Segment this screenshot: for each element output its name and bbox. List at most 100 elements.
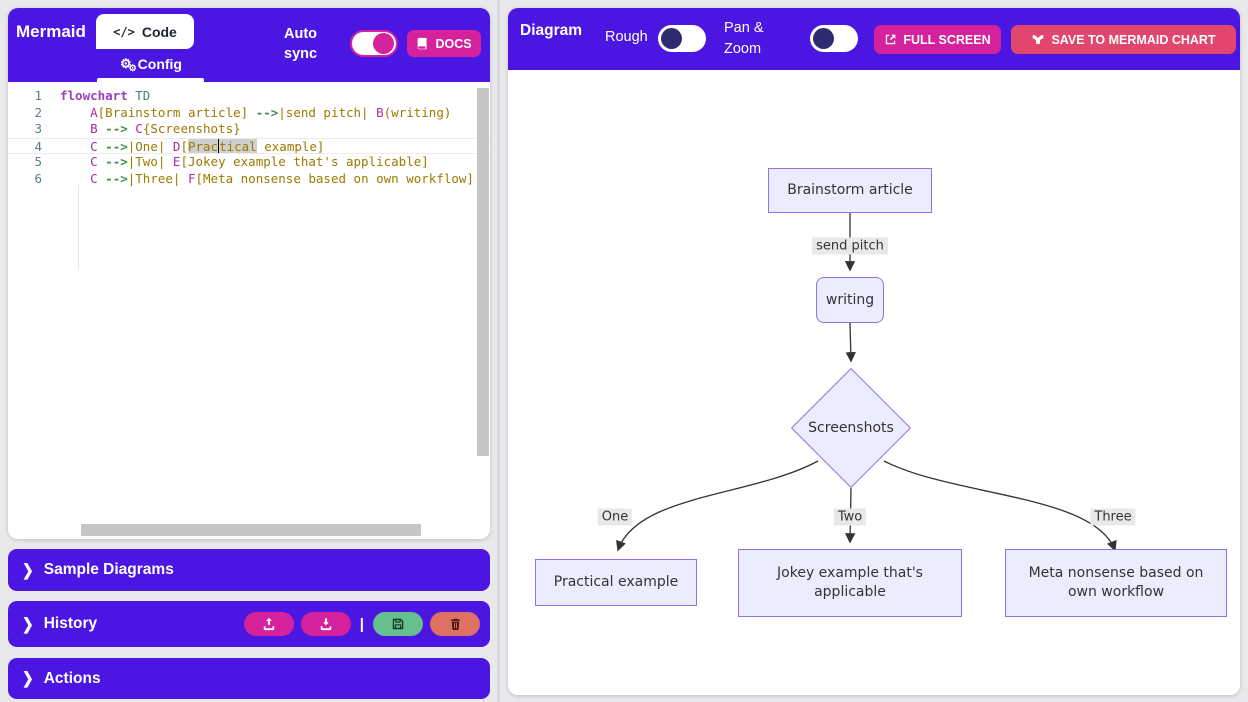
code-segment: B (376, 104, 384, 120)
full-screen-button[interactable]: FULL SCREEN (874, 25, 1001, 54)
code-segment: [Jokey example that's applicable] (180, 154, 429, 169)
flow-edge-C-F (883, 460, 1117, 552)
line-number: 5 (34, 154, 42, 169)
flow-node-B[interactable]: writing (816, 277, 884, 323)
code-segment: |send pitch| (278, 104, 369, 120)
rough-toggle[interactable] (658, 25, 706, 52)
toggle-knob (373, 33, 394, 54)
line-number: 1 (34, 88, 42, 103)
code-segment: E (172, 154, 181, 169)
editor-panel: Mermaid </> Code ⚙⚙ Config Auto sync DOC… (8, 8, 490, 539)
code-segment: Prac (187, 138, 219, 153)
code-segment: [Brainstorm article] (97, 104, 249, 120)
flow-edge-B-C (845, 322, 856, 363)
sample-diagrams-label: Sample Diagrams (43, 561, 174, 578)
panel-resize-divider[interactable] (497, 0, 500, 702)
edge-label: send pitch (812, 237, 888, 255)
code-segment: |Two| (127, 154, 173, 169)
app-brand: Mermaid (16, 22, 86, 41)
text-cursor (218, 138, 220, 153)
docs-label: DOCS (435, 36, 472, 51)
tab-config[interactable]: ⚙⚙ Config (96, 50, 206, 78)
save-to-mermaid-chart-label: SAVE TO MERMAID CHART (1051, 32, 1216, 47)
node-label: Practical example (553, 573, 679, 590)
code-segment: D (172, 138, 181, 154)
code-segment: tical (219, 138, 257, 153)
flow-node-C[interactable]: Screenshots (789, 366, 913, 490)
editor-header: Mermaid </> Code ⚙⚙ Config Auto sync DOC… (8, 8, 490, 82)
accordion-sample-diagrams[interactable]: ❯ Sample Diagrams (8, 549, 490, 591)
tab-config-label: Config (137, 56, 182, 72)
line-number: 4 (34, 138, 42, 154)
floppy-save-icon (392, 618, 404, 630)
history-label: History (43, 615, 98, 632)
code-segment: {Screenshots} (142, 121, 241, 136)
node-label: Screenshots (808, 419, 894, 436)
tab-underline (97, 78, 204, 82)
code-segment: (writing) (383, 104, 452, 120)
rough-label: Rough (605, 29, 648, 45)
chevron-right-icon: ❯ (22, 560, 34, 579)
pan-zoom-label: Pan & Zoom (724, 20, 764, 57)
accordion-history[interactable]: ❯ History | (8, 601, 490, 647)
flowchart-edges (616, 213, 1117, 552)
code-line[interactable]: 2 A[Brainstorm article] -->|send pitch| … (8, 105, 490, 122)
code-segment: C (90, 138, 98, 154)
accordion-actions[interactable]: ❯ Actions (8, 658, 490, 699)
code-segment: [ (180, 138, 188, 154)
external-link-icon (886, 34, 896, 45)
toggle-knob (661, 28, 682, 49)
code-segment (60, 171, 90, 186)
delete-history-button[interactable] (430, 612, 480, 636)
flow-node-A[interactable]: Brainstorm article (768, 167, 932, 213)
node-label: writing (825, 291, 875, 308)
code-segment: example] (256, 138, 325, 154)
code-segment (60, 139, 90, 154)
flow-node-D[interactable]: Practical example (535, 558, 697, 606)
horizontal-scrollbar[interactable] (81, 524, 421, 536)
node-label: Jokey example that's applicable (777, 565, 923, 600)
full-screen-label: FULL SCREEN (903, 32, 991, 47)
auto-sync-toggle[interactable] (350, 30, 398, 57)
line-number: 2 (34, 104, 42, 120)
code-segment: C (135, 121, 143, 136)
indent-guide (78, 185, 79, 269)
download-history-button[interactable] (300, 612, 351, 636)
code-line[interactable]: 4 C -->|One| D[Practical example] (8, 137, 490, 154)
code-segment: --> (255, 104, 279, 120)
code-line[interactable]: 3 B --> C{Screenshots} (8, 121, 490, 138)
node-label: Meta nonsense based on own workflow (1028, 565, 1204, 600)
code-segment: B (90, 121, 98, 136)
auto-sync-label: Auto sync (284, 26, 318, 62)
edge-label: Three (1090, 508, 1136, 526)
flow-node-F[interactable]: Meta nonsense based on own workflow (1005, 549, 1227, 617)
code-line[interactable]: 5 C -->|Two| E[Jokey example that's appl… (8, 154, 490, 171)
docs-button[interactable]: DOCS (407, 30, 481, 57)
chevron-right-icon: ❯ (22, 668, 34, 688)
upload-history-button[interactable] (243, 612, 294, 636)
mermaid-logo-icon (1033, 35, 1044, 44)
book-icon (418, 37, 427, 50)
code-segment: A (90, 104, 98, 120)
save-to-mermaid-chart-button[interactable]: SAVE TO MERMAID CHART (1011, 25, 1236, 54)
toggle-knob (813, 28, 834, 49)
edge-label: One (597, 508, 633, 526)
line-number: 3 (34, 121, 42, 136)
line-number: 6 (34, 170, 42, 186)
actions-label: Actions (43, 669, 101, 687)
flow-node-E[interactable]: Jokey example that's applicable (738, 549, 962, 617)
pan-zoom-toggle[interactable] (810, 25, 858, 52)
code-segment: [Meta nonsense based on own workflow] (195, 170, 474, 186)
code-line[interactable]: 6 C -->|Three| F[Meta nonsense based on … (8, 171, 490, 188)
gears-icon: ⚙⚙ (120, 56, 137, 73)
tab-code[interactable]: </> Code (96, 14, 194, 49)
code-segment (60, 154, 90, 169)
save-history-button[interactable] (373, 612, 423, 636)
code-segment: --> (105, 138, 128, 154)
vertical-scrollbar[interactable] (477, 88, 489, 456)
